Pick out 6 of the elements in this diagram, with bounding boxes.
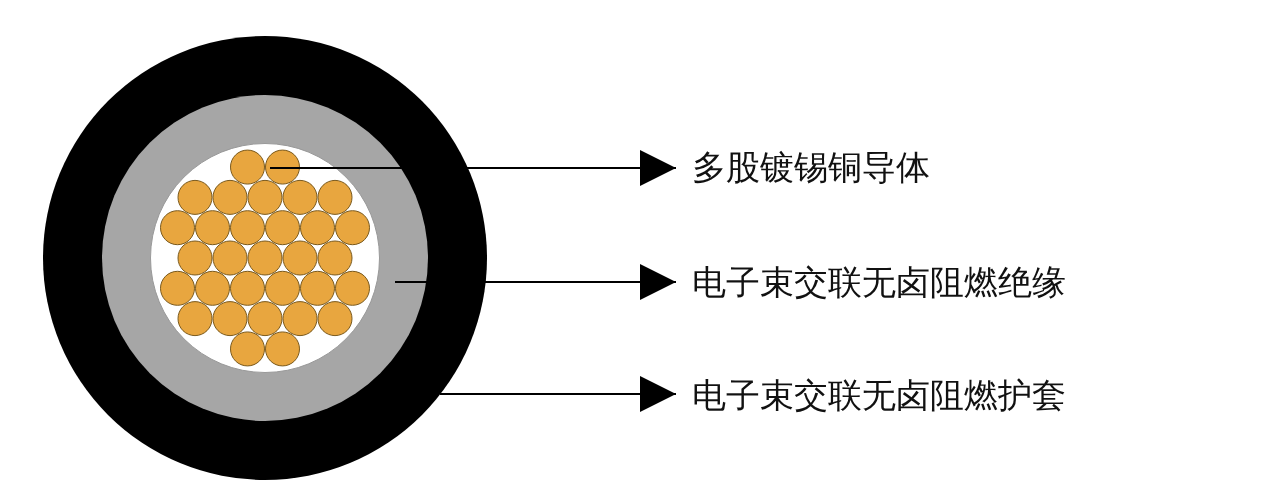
callout-label: 电子束交联无卤阻燃绝缘 — [692, 263, 1066, 303]
leader-arrow — [269, 150, 677, 186]
callout-label: 电子束交联无卤阻燃护套 — [692, 376, 1066, 416]
leader-arrow — [439, 376, 677, 412]
leader-arrow — [394, 264, 677, 300]
callout-label: 多股镀锡铜导体 — [692, 148, 930, 188]
